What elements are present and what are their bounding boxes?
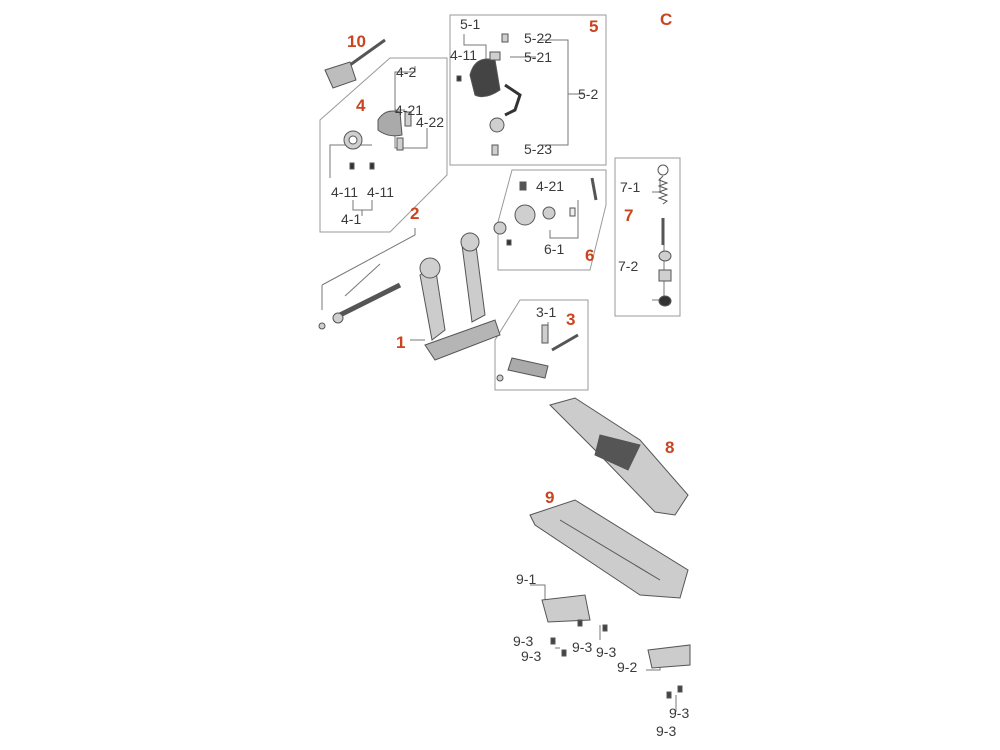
footboard-part <box>549 397 689 516</box>
group-label-7: 7 <box>624 206 634 225</box>
group-label-6: 6 <box>585 246 595 265</box>
leader-lines <box>321 34 677 712</box>
part-label: 4-11 <box>450 47 477 63</box>
part-label: 9-1 <box>516 571 537 587</box>
spring-part <box>657 164 672 307</box>
part-label: 9-3 <box>656 723 677 739</box>
group-label-2: 2 <box>410 204 420 223</box>
part-label: 4-21 <box>536 178 565 194</box>
part-label: 4-11 <box>367 184 394 200</box>
group-label-10: 10 <box>347 32 366 51</box>
group-7-box <box>614 157 681 317</box>
group-label-4: 4 <box>356 96 366 115</box>
part-label: 7-1 <box>620 179 641 195</box>
part-label: 4-2 <box>396 64 417 80</box>
part-label: 9-3 <box>596 644 617 660</box>
group-label-9: 9 <box>545 488 555 507</box>
part-label: 3-1 <box>536 304 557 320</box>
part-label: 4-11 <box>331 184 358 200</box>
clamp-part <box>343 110 412 170</box>
group-4-box <box>319 57 448 233</box>
part-label: 4-21 <box>395 102 424 118</box>
frame-part <box>419 232 501 361</box>
section-label: C <box>660 10 673 29</box>
part-label: 7-2 <box>618 258 639 274</box>
group-label-5: 5 <box>589 17 599 36</box>
part-label: 9-3 <box>669 705 690 721</box>
part-label: 9-3 <box>572 639 593 655</box>
part-label: 5-2 <box>578 86 599 102</box>
group-label-1: 1 <box>396 333 406 352</box>
drive-shaft-part <box>318 282 402 330</box>
part-label: 5-21 <box>524 49 553 65</box>
part-label: 9-3 <box>513 633 534 649</box>
hub-part <box>493 177 598 246</box>
part-label: 4-22 <box>416 114 445 130</box>
part-label: 5-1 <box>460 16 481 32</box>
heel-part <box>496 324 579 382</box>
beater-part <box>324 38 386 89</box>
part-label: 9-3 <box>521 648 542 664</box>
part-label: 4-1 <box>341 211 362 227</box>
group-3-box <box>494 299 589 391</box>
cam-sprocket-part <box>456 33 522 156</box>
part-label: 9-2 <box>617 659 638 675</box>
part-label: 5-23 <box>524 141 553 157</box>
part-label: 6-1 <box>544 241 565 257</box>
group-label-3: 3 <box>566 310 576 329</box>
baseplate-part <box>529 499 691 699</box>
group-label-8: 8 <box>665 438 675 457</box>
group-5-box <box>449 14 607 166</box>
part-label: 5-22 <box>524 30 553 46</box>
